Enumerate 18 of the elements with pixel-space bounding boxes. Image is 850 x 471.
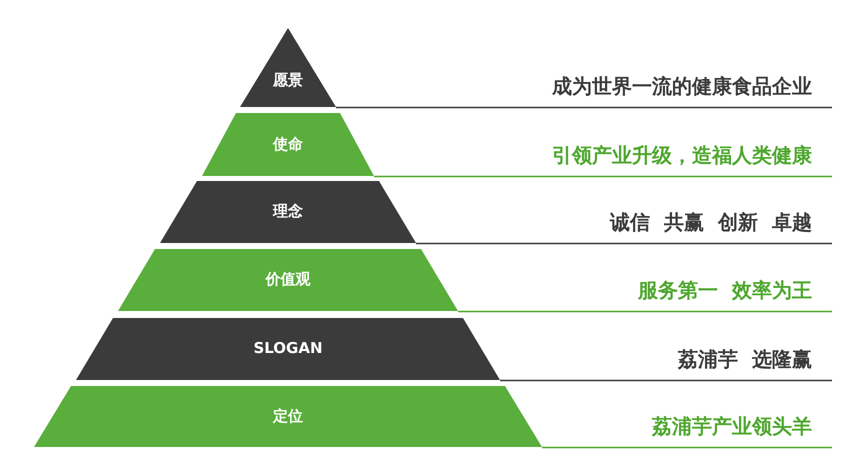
tier-label: SLOGAN <box>253 339 323 357</box>
tier-description: 诚信 共赢 创新 卓越 <box>610 209 812 236</box>
tier-label: 理念 <box>273 202 303 221</box>
tier-label: 愿景 <box>273 71 303 90</box>
pyramid-tier <box>76 318 500 380</box>
tier-description: 成为世界一流的健康食品企业 <box>552 73 812 100</box>
tier-description: 服务第一 效率为王 <box>638 277 812 304</box>
tier-label: 定位 <box>273 406 303 426</box>
tier-label: 使命 <box>273 134 303 154</box>
pyramid-tier <box>160 181 416 243</box>
pyramid-tier <box>34 386 542 447</box>
pyramid-tier <box>118 249 458 311</box>
tier-description: 荔浦芋 选隆赢 <box>678 346 812 373</box>
pyramid-apex <box>240 28 336 107</box>
tier-description: 荔浦芋产业领头羊 <box>652 413 812 440</box>
pyramid-tier <box>202 113 374 176</box>
tier-description: 引领产业升级，造福人类健康 <box>552 142 812 169</box>
tier-label: 价值观 <box>266 270 310 289</box>
